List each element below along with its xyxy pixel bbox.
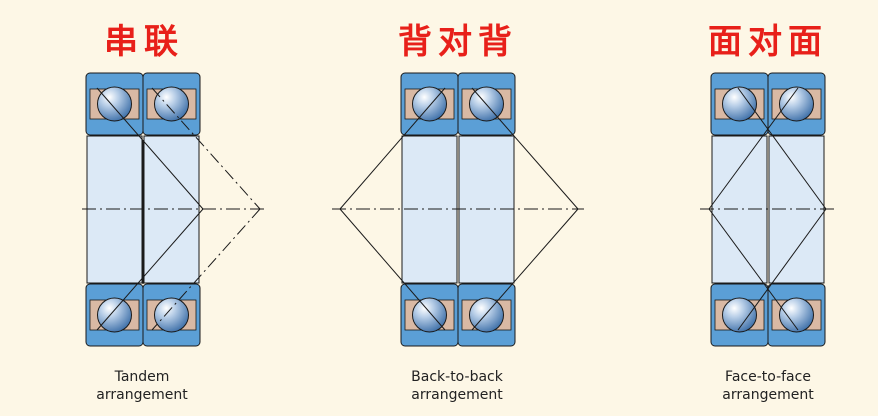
ftf-bearing-left-ball-top	[722, 86, 757, 122]
tandem-contact-line-4	[151, 208, 261, 331]
tandem-bearing-left-ball-top	[97, 86, 132, 122]
title-back-to-back: 背对背	[398, 22, 518, 62]
caption-face-to-face: Face-to-face arrangement	[668, 368, 868, 404]
title-tandem: 串联	[104, 22, 184, 62]
tandem-bearing-right-ball-bottom	[154, 297, 189, 333]
btb-contact-line-4	[471, 208, 579, 331]
caption-tandem-line2: arrangement	[96, 387, 188, 403]
caption-face-to-face-line1: Face-to-face	[725, 369, 811, 385]
caption-tandem: Tandem arrangement	[42, 368, 242, 404]
ftf-bearing-right-ball-bottom	[779, 297, 814, 333]
tandem-contact-line-1	[96, 87, 204, 210]
tandem-contact-line-3	[151, 87, 261, 210]
face-to-face-assembly	[700, 72, 836, 347]
ftf-bearing-left-ball-bottom	[722, 297, 757, 333]
ftf-contact-line-1	[708, 87, 799, 210]
ftf-contact-line-2	[708, 208, 799, 331]
title-face-to-face: 面对面	[708, 22, 828, 62]
tandem-contact-line-2	[96, 208, 204, 331]
back-to-back-assembly	[332, 72, 584, 347]
ftf-bearing-right-ball-top	[779, 86, 814, 122]
tandem-bearing-left-ball-bottom	[97, 297, 132, 333]
btb-contact-line-3	[471, 87, 579, 210]
btb-contact-line-2	[339, 208, 446, 331]
caption-back-to-back-line2: arrangement	[411, 387, 503, 403]
caption-face-to-face-line2: arrangement	[722, 387, 814, 403]
btb-bearing-left-ball-bottom	[412, 297, 447, 333]
caption-back-to-back: Back-to-back arrangement	[357, 368, 557, 404]
btb-contact-line-1	[339, 87, 446, 210]
caption-back-to-back-line1: Back-to-back	[411, 369, 503, 385]
caption-tandem-line1: Tandem	[114, 369, 170, 385]
tandem-bearing-right-ball-top	[154, 86, 189, 122]
tandem-assembly	[82, 72, 268, 347]
ftf-contact-line-3	[737, 87, 827, 210]
ftf-contact-line-4	[737, 208, 827, 331]
